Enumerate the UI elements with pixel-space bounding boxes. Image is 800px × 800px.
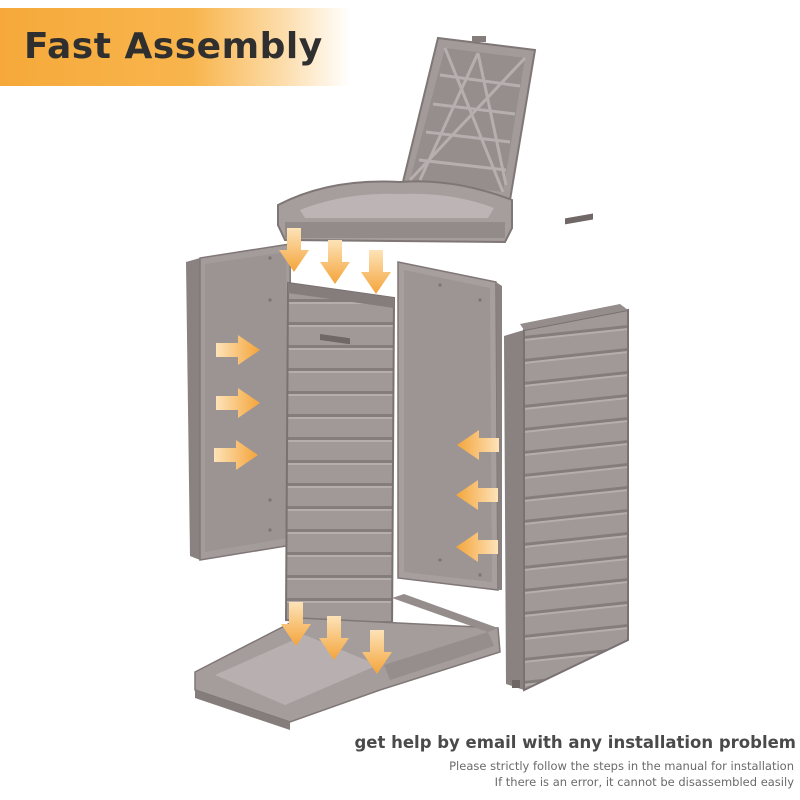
front-slatted-panel	[284, 281, 396, 634]
support-headline: get help by email with any installation …	[354, 733, 796, 752]
arrow-down-icon	[279, 228, 309, 272]
arrow-left-icon	[456, 532, 498, 562]
arrow-down-icon	[362, 630, 392, 674]
arrow-right-icon	[214, 440, 258, 470]
installation-note-line-2: If there is an error, it cannot be disas…	[494, 775, 794, 789]
title-banner: Fast Assembly	[0, 8, 350, 86]
right-slatted-panel	[504, 213, 629, 692]
arrow-down-icon	[361, 250, 391, 294]
arrow-down-icon	[281, 602, 311, 646]
top-frame	[277, 180, 513, 244]
arrow-down-icon	[319, 616, 349, 660]
arrow-right-icon	[216, 388, 260, 418]
banner-title: Fast Assembly	[24, 26, 323, 67]
lid-panel	[400, 36, 537, 202]
arrow-left-icon	[457, 430, 499, 460]
arrow-right-icon	[216, 335, 260, 365]
installation-note-line-1: Please strictly follow the steps in the …	[449, 759, 794, 773]
arrow-down-icon	[320, 240, 350, 284]
arrow-left-icon	[456, 480, 498, 510]
